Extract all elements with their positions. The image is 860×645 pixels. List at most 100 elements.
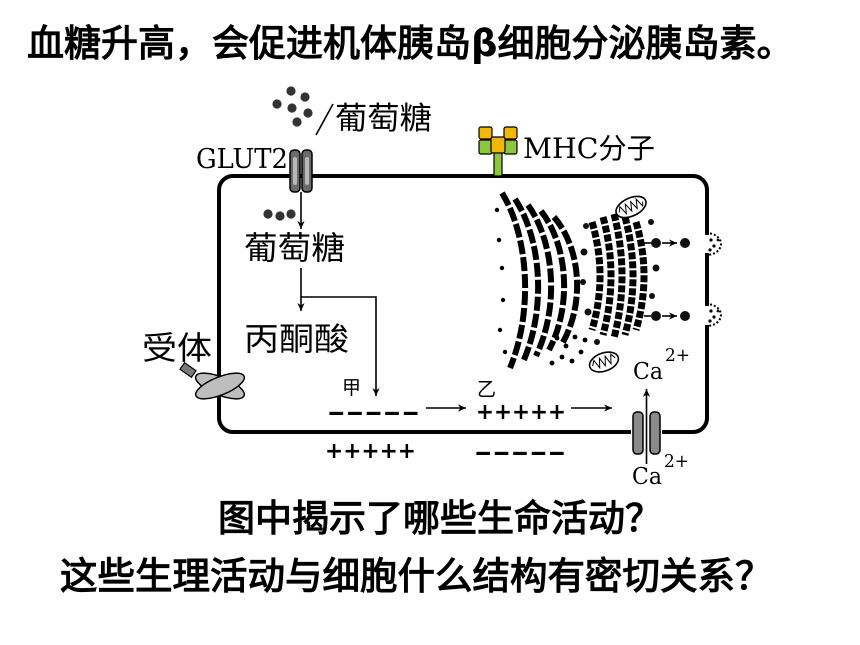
mitochondrion — [588, 351, 620, 373]
golgi-vesicle — [594, 339, 600, 345]
charge-row-jia-outer: +++++ — [325, 439, 416, 464]
glucose-molecule — [292, 117, 302, 127]
glucose-molecule — [286, 86, 296, 96]
ribosome — [554, 335, 560, 341]
calcium-outside-charge: 2+ — [664, 451, 689, 472]
membrane-opening-upper — [702, 235, 712, 253]
golgi-cisterna — [621, 216, 637, 336]
golgi-vesicle — [584, 308, 592, 316]
glucose-cluster-inside — [263, 209, 296, 221]
calcium-inside-charge: 2+ — [665, 345, 690, 366]
slide-title: 血糖升高，会促进机体胰岛β细胞分泌胰岛素。 — [27, 22, 794, 65]
secreted-granule — [709, 238, 713, 242]
golgi-apparatus — [588, 213, 648, 339]
secretory-vesicle — [680, 238, 690, 248]
golgi-vesicle — [580, 248, 588, 256]
ribosome — [500, 297, 506, 303]
glucose-outside-label: 葡萄糖 — [335, 101, 432, 137]
ribosome — [494, 207, 500, 213]
charge-row-yi-inner: +++++ — [476, 400, 566, 425]
glut2-transporter — [289, 149, 313, 193]
secreted-granule — [712, 315, 716, 319]
ribosome-cluster — [494, 207, 588, 366]
glucose-molecule — [303, 108, 313, 118]
mitochondrion-outer-membrane — [588, 351, 620, 373]
golgi-cisterna — [632, 221, 648, 331]
ribosome — [578, 349, 584, 355]
er-cisterna — [525, 203, 555, 358]
charge-row-yi-outer: ----- — [474, 441, 566, 466]
secretory-vesicle — [651, 311, 661, 321]
glucose-label-leader — [315, 103, 334, 136]
ribosome — [582, 337, 588, 343]
glut2-left-highlight — [293, 157, 297, 185]
receptor-subunit-b — [194, 372, 246, 400]
mitochondrion-cristae — [618, 197, 644, 216]
calcium-channel — [632, 411, 661, 455]
golgi-cisterna — [599, 216, 615, 336]
mhc-upper-right-domain — [503, 126, 518, 140]
question-1: 图中揭示了哪些生命活动？ — [218, 497, 662, 540]
glucose-molecule — [286, 209, 296, 219]
glut2-label: GLUT2 — [196, 144, 288, 175]
calcium-inside-symbol: Ca — [633, 359, 663, 385]
endoplasmic-reticulum — [499, 191, 581, 370]
golgi-vesicle — [583, 223, 589, 229]
ribosome — [569, 358, 575, 364]
mitochondrion — [615, 195, 647, 219]
receptor-ligand — [179, 361, 197, 379]
mitochondrion-cristae — [592, 353, 616, 370]
site-yi-label: 乙 — [477, 377, 496, 401]
glucose-molecule — [287, 103, 297, 113]
golgi-vesicle — [649, 293, 655, 299]
fused-vesicle-membrane — [705, 232, 723, 256]
glucose-molecule — [275, 211, 285, 221]
question-2: 这些生理活动与细胞什么结构有密切关系？ — [60, 554, 773, 598]
ribosome — [563, 343, 569, 349]
golgi-vesicle — [580, 279, 586, 285]
golgi-vesicle — [648, 219, 654, 225]
atp-signal-arrow — [301, 296, 380, 396]
ribosome — [502, 349, 508, 355]
mhc-center-domain — [490, 136, 506, 154]
fused-vesicle-membrane — [705, 303, 723, 327]
mhc-molecule — [478, 126, 518, 177]
membrane-receptor — [179, 361, 246, 400]
golgi-cisterna — [588, 221, 604, 331]
calcium-channel-right-subunit — [649, 411, 661, 455]
exocytosis-site-lower — [705, 303, 723, 327]
mhc-stem — [493, 151, 503, 177]
secreted-granule — [712, 244, 716, 248]
ribosome — [497, 327, 503, 333]
er-cisterna — [538, 209, 568, 352]
ribosome — [549, 360, 555, 366]
secreted-granule — [708, 319, 712, 323]
secretory-vesicle — [651, 238, 661, 248]
ribosome — [559, 354, 565, 360]
secretory-vesicle — [680, 311, 690, 321]
glucose-molecule — [300, 92, 310, 102]
glucose-molecule — [263, 209, 273, 219]
ribosome — [499, 265, 505, 271]
mhc-lower-left-domain — [478, 139, 493, 155]
golgi-cisterna — [610, 213, 626, 339]
secreted-granule — [708, 248, 712, 252]
secretory-pathway-lower — [644, 311, 690, 321]
er-cisterna — [499, 191, 529, 370]
golgi-vesicles — [580, 219, 660, 345]
calcium-outside-symbol: Ca — [632, 464, 662, 490]
glucose-molecule — [272, 99, 282, 109]
secretory-pathway-upper — [644, 238, 690, 248]
secreted-granule — [709, 309, 713, 313]
er-cisterna — [512, 197, 542, 364]
mhc-lower-right-domain — [503, 139, 518, 155]
glucose-cluster-outside — [272, 86, 313, 127]
secreted-granule — [716, 309, 720, 313]
mhc-label: MHC分子 — [523, 132, 655, 165]
charge-row-jia-inner: ----- — [327, 401, 420, 426]
receptor-label: 受体 — [142, 329, 212, 367]
exocytosis-site-upper — [705, 232, 723, 256]
calcium-channel-left-subunit — [632, 411, 644, 455]
